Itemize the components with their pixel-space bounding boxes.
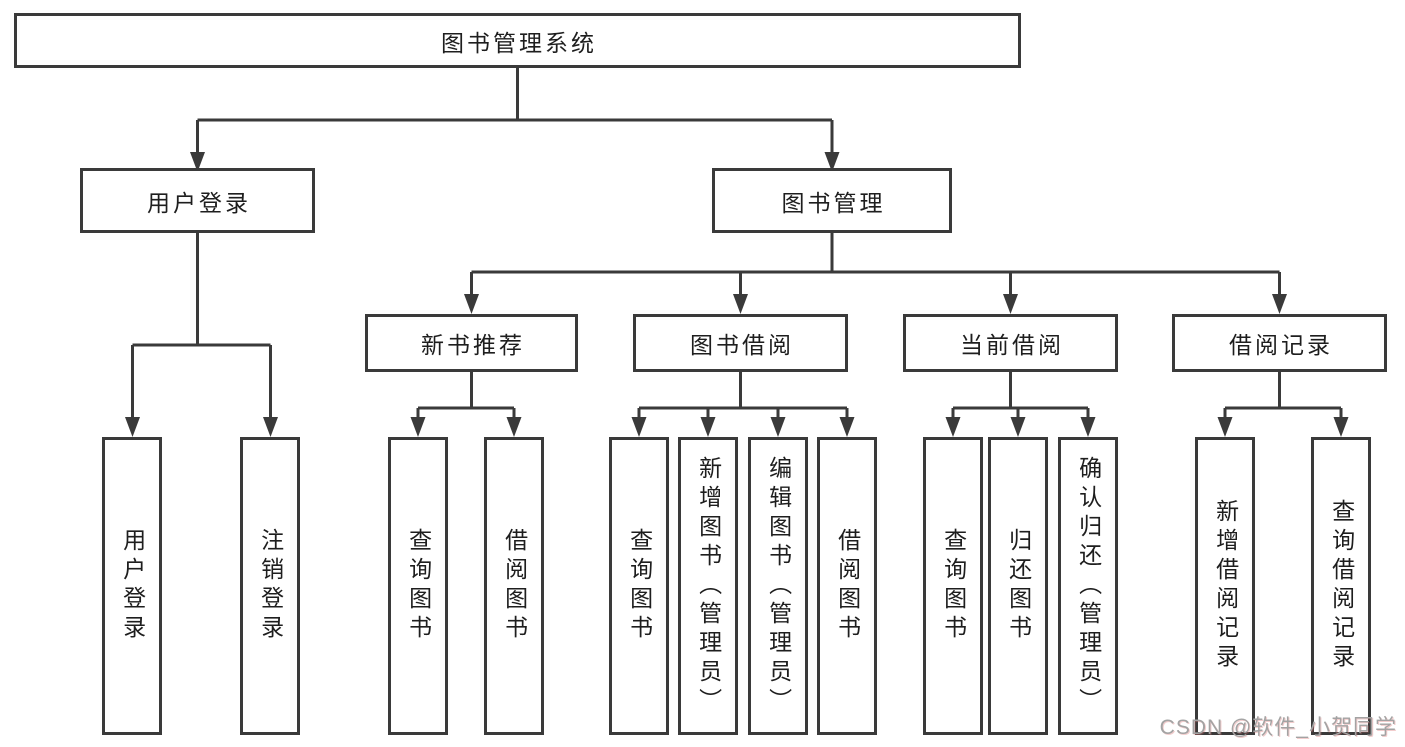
connector-user-login-children [125, 233, 278, 437]
leaf-bb-borrow-books: 借阅图书 [817, 437, 877, 735]
node-book-borrowing: 图书借阅 [633, 314, 848, 372]
node-new-book-recommend: 新书推荐 [365, 314, 578, 372]
leaf-bb-edit-books-label: 编辑图书（管理员） [765, 455, 792, 717]
leaf-cb-confirm-return-label: 确认归还（管理员） [1075, 455, 1102, 717]
leaf-cb-query-books: 查询图书 [923, 437, 983, 735]
leaf-logout-label: 注销登录 [257, 528, 284, 644]
leaf-br-add-record-label: 新增借阅记录 [1212, 499, 1239, 673]
connector-current-borrowing-children [945, 372, 1096, 437]
leaf-logout: 注销登录 [240, 437, 300, 735]
connector-borrowing-records-children [1217, 372, 1349, 437]
leaf-br-add-record: 新增借阅记录 [1195, 437, 1255, 735]
node-borrowing-records: 借阅记录 [1172, 314, 1387, 372]
leaf-nb-query-books-label: 查询图书 [405, 528, 432, 644]
connector-book-management-children [464, 233, 1287, 314]
leaf-cb-confirm-return: 确认归还（管理员） [1058, 437, 1118, 735]
leaf-nb-borrow-books-label: 借阅图书 [501, 528, 528, 644]
node-user-login: 用户登录 [80, 168, 315, 233]
leaf-bb-query-books: 查询图书 [609, 437, 669, 735]
leaf-bb-edit-books: 编辑图书（管理员） [748, 437, 808, 735]
node-root: 图书管理系统 [14, 13, 1021, 68]
leaf-bb-query-books-label: 查询图书 [626, 528, 653, 644]
leaf-cb-return-books-label: 归还图书 [1005, 528, 1032, 644]
leaf-nb-borrow-books: 借阅图书 [484, 437, 544, 735]
leaf-cb-query-books-label: 查询图书 [940, 528, 967, 644]
watermark: CSDN @软件_小贺同学 [1159, 716, 1397, 739]
node-book-management: 图书管理 [712, 168, 952, 233]
leaf-nb-query-books: 查询图书 [388, 437, 448, 735]
node-current-borrowing: 当前借阅 [903, 314, 1118, 372]
connector-new-book-recommend-children [410, 372, 522, 437]
leaf-bb-add-books: 新增图书（管理员） [678, 437, 738, 735]
leaf-bb-borrow-books-label: 借阅图书 [834, 528, 861, 644]
leaf-cb-return-books: 归还图书 [988, 437, 1048, 735]
leaf-br-query-record: 查询借阅记录 [1311, 437, 1371, 735]
connector-book-borrowing-children [631, 372, 855, 437]
leaf-br-query-record-label: 查询借阅记录 [1328, 499, 1355, 673]
leaf-user-login-label: 用户登录 [119, 528, 146, 644]
leaf-user-login: 用户登录 [102, 437, 162, 735]
connector-root-to-level2 [190, 68, 840, 172]
leaf-bb-add-books-label: 新增图书（管理员） [695, 455, 722, 717]
